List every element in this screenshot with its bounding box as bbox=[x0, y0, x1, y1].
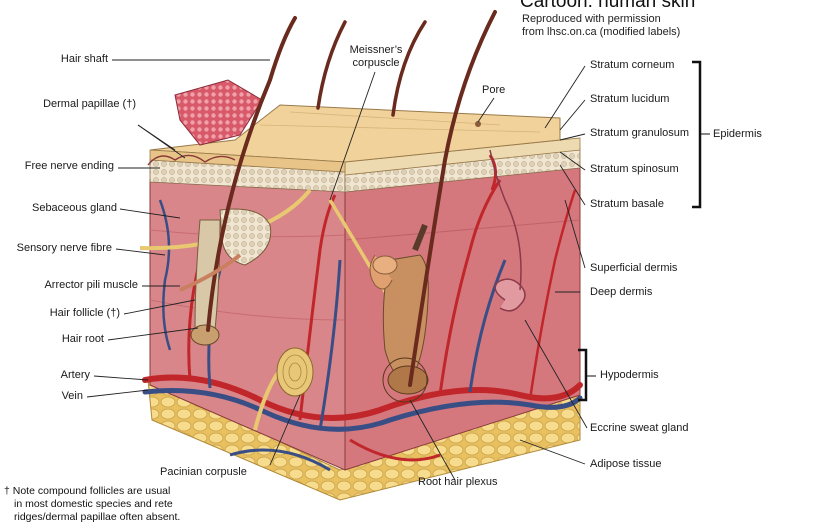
label-meissners-corpuscle: Meissner’s corpuscle bbox=[346, 44, 406, 70]
epidermis-bracket bbox=[692, 60, 710, 209]
label-pacinian-corpuscle: Pacinian corpusle bbox=[160, 466, 247, 478]
label-stratum-basale: Stratum basale bbox=[590, 198, 664, 210]
label-stratum-spinosum: Stratum spinosum bbox=[590, 163, 679, 175]
credit-text: Reproduced with permission from lhsc.on.… bbox=[522, 13, 680, 39]
footnote: † Note compound follicles are usual in m… bbox=[4, 485, 180, 524]
leader-lines bbox=[86, 59, 588, 481]
label-arrector-pili: Arrector pili muscle bbox=[44, 279, 138, 291]
diagram-title: Cartoon: human skin bbox=[520, 0, 696, 12]
label-hair-shaft: Hair shaft bbox=[60, 53, 108, 65]
eccrine-sweat-gland bbox=[489, 149, 526, 312]
label-free-nerve-ending: Free nerve ending bbox=[24, 160, 114, 172]
label-root-hair-plexus: Root hair plexus bbox=[418, 476, 498, 488]
label-artery: Artery bbox=[60, 369, 90, 381]
credit-line-2: from lhsc.on.ca (modified labels) bbox=[522, 26, 681, 38]
skin-surface bbox=[149, 104, 561, 173]
label-hair-follicle: Hair follicle (†) bbox=[49, 307, 120, 319]
vein-vessel bbox=[142, 388, 583, 432]
label-hair-root: Hair root bbox=[61, 333, 104, 345]
dermal-papillae-block bbox=[147, 79, 263, 166]
label-sebaceous-gland: Sebaceous gland bbox=[31, 202, 117, 214]
label-eccrine-sweat-gland: Eccrine sweat gland bbox=[590, 422, 689, 434]
footnote-line-3: ridges/dermal papillae often absent. bbox=[14, 511, 181, 523]
credit-line-1: Reproduced with permission bbox=[522, 13, 661, 25]
hypodermis-bracket bbox=[578, 348, 596, 402]
label-deep-dermis: Deep dermis bbox=[590, 286, 653, 298]
label-pore: Pore bbox=[482, 84, 506, 96]
label-vein: Vein bbox=[61, 390, 83, 402]
label-stratum-lucidum: Stratum lucidum bbox=[590, 93, 670, 105]
footnote-line-2: in most domestic species and rete bbox=[14, 498, 173, 510]
label-adipose-tissue: Adipose tissue bbox=[590, 458, 662, 470]
label-dermal-papillae: Dermal papillae (†) bbox=[43, 98, 136, 110]
left-hair-follicle bbox=[179, 16, 297, 346]
middle-hair bbox=[316, 20, 427, 117]
label-epidermis: Epidermis bbox=[713, 128, 762, 140]
epidermis-front bbox=[149, 137, 581, 193]
adipose-layer bbox=[147, 379, 581, 501]
label-stratum-granulosum: Stratum granulosum bbox=[590, 127, 690, 139]
footnote-line-1: † Note compound follicles are usual bbox=[4, 485, 171, 497]
center-hair-follicle bbox=[369, 10, 497, 403]
label-sensory-nerve-fibre: Sensory nerve fibre bbox=[16, 242, 112, 254]
label-meissner-line-2: corpuscle bbox=[352, 57, 400, 69]
label-superficial-dermis: Superficial dermis bbox=[590, 262, 678, 274]
pore-opening bbox=[475, 121, 481, 127]
label-meissner-line-1: Meissner’s bbox=[349, 44, 403, 56]
label-stratum-corneum: Stratum corneum bbox=[590, 59, 675, 71]
label-hypodermis: Hypodermis bbox=[600, 369, 659, 381]
pacinian-corpuscle bbox=[276, 347, 314, 397]
